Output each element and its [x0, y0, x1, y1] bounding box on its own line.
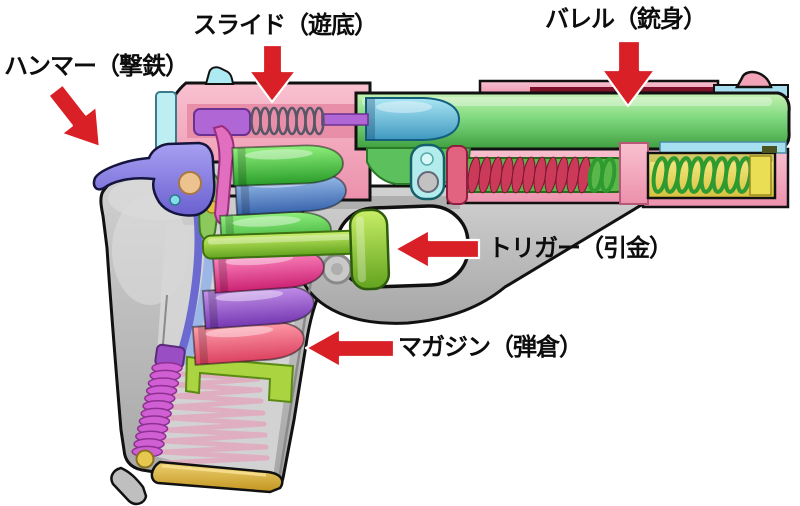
slide-arrow-icon — [247, 43, 298, 104]
magazine-group — [150, 144, 347, 494]
hammer-pivot — [178, 171, 202, 195]
cartridge-1 — [231, 144, 344, 187]
barrel-arrow-icon — [600, 39, 657, 108]
magazine-wall-right — [276, 249, 318, 487]
spring-tunnel-wall — [619, 142, 649, 205]
firing-pin-spring — [250, 106, 325, 136]
barrel-highlight — [362, 97, 772, 106]
recoil-spring — [467, 156, 591, 194]
chambered-round — [365, 97, 461, 141]
trigger-label: トリガー（引金） — [488, 234, 673, 262]
hammer-arrow-icon — [47, 83, 101, 148]
recoil-guide-head — [446, 145, 468, 205]
firing-pin-assembly — [193, 106, 369, 136]
magazine-follower — [184, 355, 295, 404]
mainspring-group — [131, 343, 186, 469]
lanyard-loop — [110, 466, 148, 506]
magazine-spring — [160, 371, 270, 466]
firing-pin-rod — [321, 113, 369, 126]
recoil-spring-front-coils — [587, 157, 617, 193]
magazine-label: マガジン（弾倉） — [398, 333, 583, 361]
magazine-base — [150, 460, 284, 494]
hammer-label: ハンマー（撃鉄） — [4, 52, 189, 80]
plug-tab — [762, 146, 777, 153]
barrel-label: バレル（銃身） — [545, 5, 707, 33]
slide-label: スライド（遊底） — [193, 11, 378, 39]
rear-sight — [204, 66, 235, 85]
recoil-spring-assembly — [446, 141, 787, 205]
slide-stop-pin — [321, 253, 353, 285]
mainspring-ball — [135, 449, 155, 469]
plug-front-wall — [749, 155, 772, 196]
mainspring — [131, 362, 183, 458]
plug-spring-coils — [651, 156, 753, 194]
magazine-arrow-icon — [304, 327, 396, 369]
pointer-arrows — [47, 39, 657, 369]
front-sight — [734, 70, 773, 89]
cartridge-6 — [191, 320, 305, 366]
trigger — [348, 208, 391, 291]
trigger-arrow-icon — [393, 228, 481, 270]
magazine-base-highlight — [161, 464, 267, 477]
barrel-link — [409, 143, 446, 201]
cartridge-5 — [201, 284, 315, 330]
trigger-group — [201, 208, 391, 291]
hammer — [92, 141, 216, 217]
hammer-pin — [169, 194, 181, 206]
